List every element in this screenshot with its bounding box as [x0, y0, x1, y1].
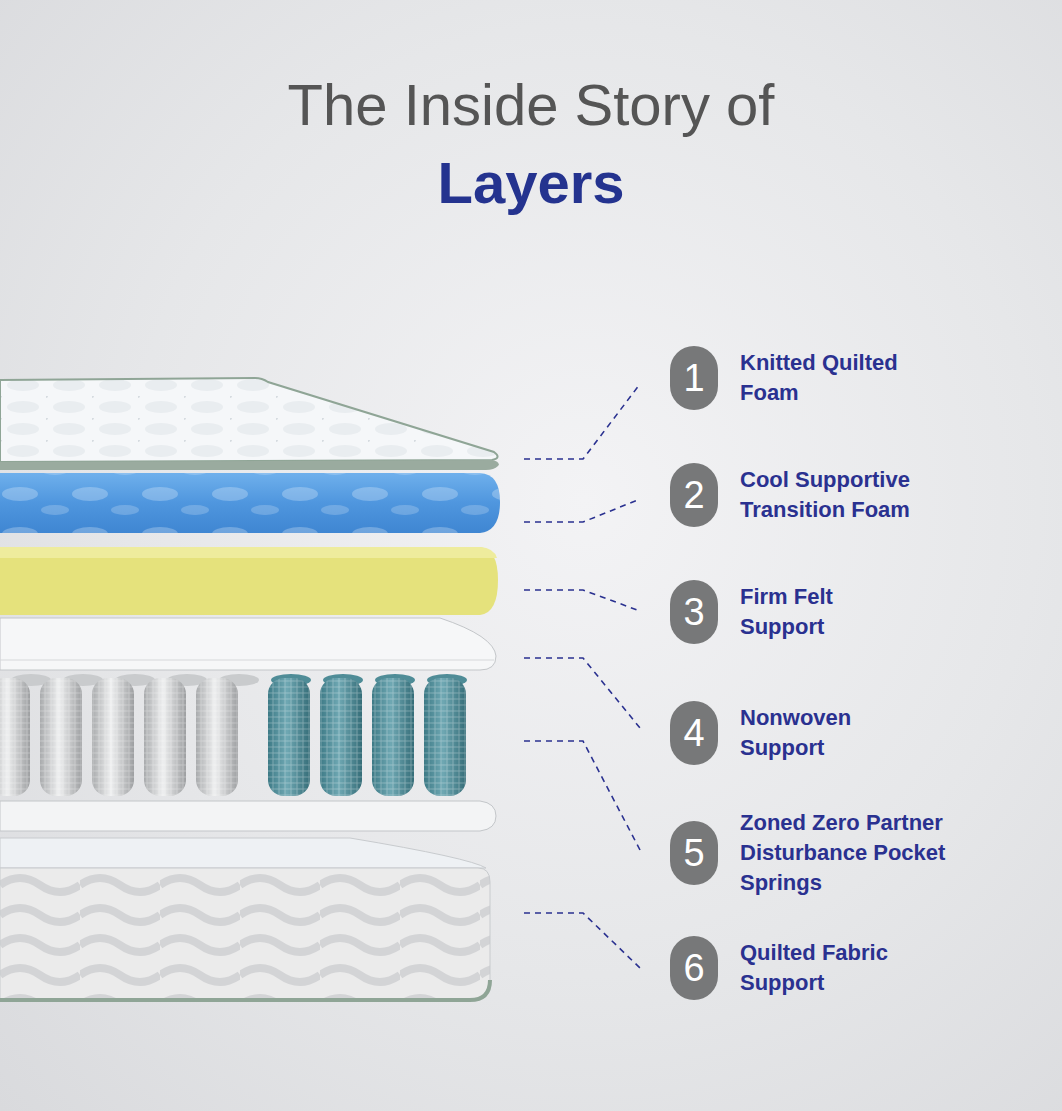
spring-mesh — [372, 678, 414, 796]
leader-line — [524, 590, 640, 611]
spring-mesh — [144, 678, 186, 796]
spring-mesh — [268, 678, 310, 796]
quilted-edge — [0, 460, 499, 470]
pocket-spring — [0, 678, 30, 796]
callout-number: 1 — [670, 346, 718, 410]
pocket-spring — [40, 678, 82, 796]
base-top — [0, 838, 486, 868]
part-name: Nonwoven Support — [740, 703, 900, 763]
pocket-springs — [0, 674, 467, 796]
pocket-spring — [144, 678, 186, 796]
pocket-spring — [196, 678, 238, 796]
felt-layer — [0, 547, 498, 615]
felt-top — [0, 547, 497, 558]
pocket-spring — [372, 678, 414, 796]
leader-line — [524, 384, 640, 459]
base-front — [0, 868, 490, 1000]
pocket-spring — [268, 678, 310, 796]
spring-mesh — [40, 678, 82, 796]
part-name: Firm Felt Support — [740, 582, 900, 642]
spring-mesh — [320, 678, 362, 796]
quilted-top — [0, 378, 498, 462]
leader-line — [524, 499, 640, 522]
title: The Inside Story of Layers — [206, 66, 856, 222]
nonwoven-sheet — [0, 618, 496, 670]
callout-number: 5 — [670, 821, 718, 885]
pocket-spring — [424, 678, 466, 796]
lower-sheet — [0, 801, 496, 831]
spring-mesh — [0, 678, 30, 796]
base-trim — [0, 980, 490, 1000]
leader-lines — [524, 384, 640, 968]
callout-number: 6 — [670, 936, 718, 1000]
pocket-spring — [92, 678, 134, 796]
part-name: Cool Supportive Transition Foam — [740, 465, 980, 525]
spring-mesh — [92, 678, 134, 796]
part-name: Knitted Quilted Foam — [740, 348, 910, 408]
callout-number: 4 — [670, 701, 718, 765]
callout-number: 3 — [670, 580, 718, 644]
foam-clouds — [0, 473, 500, 533]
spring-mesh — [424, 678, 466, 796]
leader-line — [524, 913, 640, 968]
nonwoven-edge — [0, 660, 494, 661]
foam-layer — [0, 473, 500, 533]
leader-line — [524, 741, 640, 850]
spring-mesh — [196, 678, 238, 796]
part-name: Quilted Fabric Support — [740, 938, 950, 998]
callout-number: 2 — [670, 463, 718, 527]
leader-line — [524, 658, 640, 728]
part-name: Zoned Zero Partner Disturbance Pocket Sp… — [740, 808, 1015, 898]
pocket-spring — [320, 678, 362, 796]
